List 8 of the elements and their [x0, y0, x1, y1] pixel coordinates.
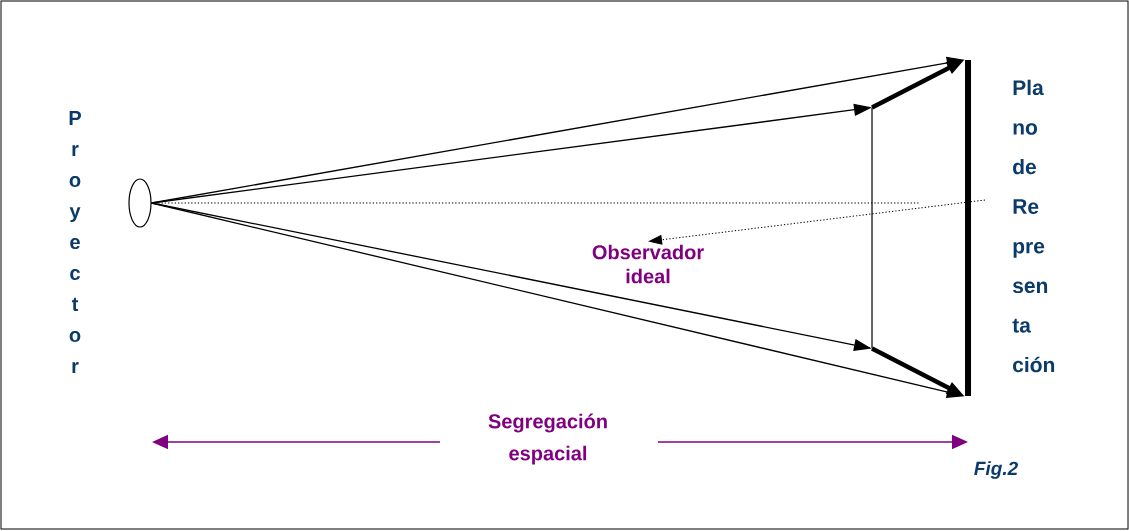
vertical-label: Proyector: [69, 111, 81, 373]
plane-line: [871, 107, 873, 349]
text-label: Observador ideal: [592, 244, 704, 284]
projector-ellipse: [128, 178, 152, 228]
figure-number: Fig.2: [974, 461, 1018, 479]
arrow: [649, 199, 986, 245]
dimension-label: Segregación espacial: [488, 413, 607, 465]
side-label: Pla no de Re pre sen ta ción: [1012, 79, 1055, 373]
